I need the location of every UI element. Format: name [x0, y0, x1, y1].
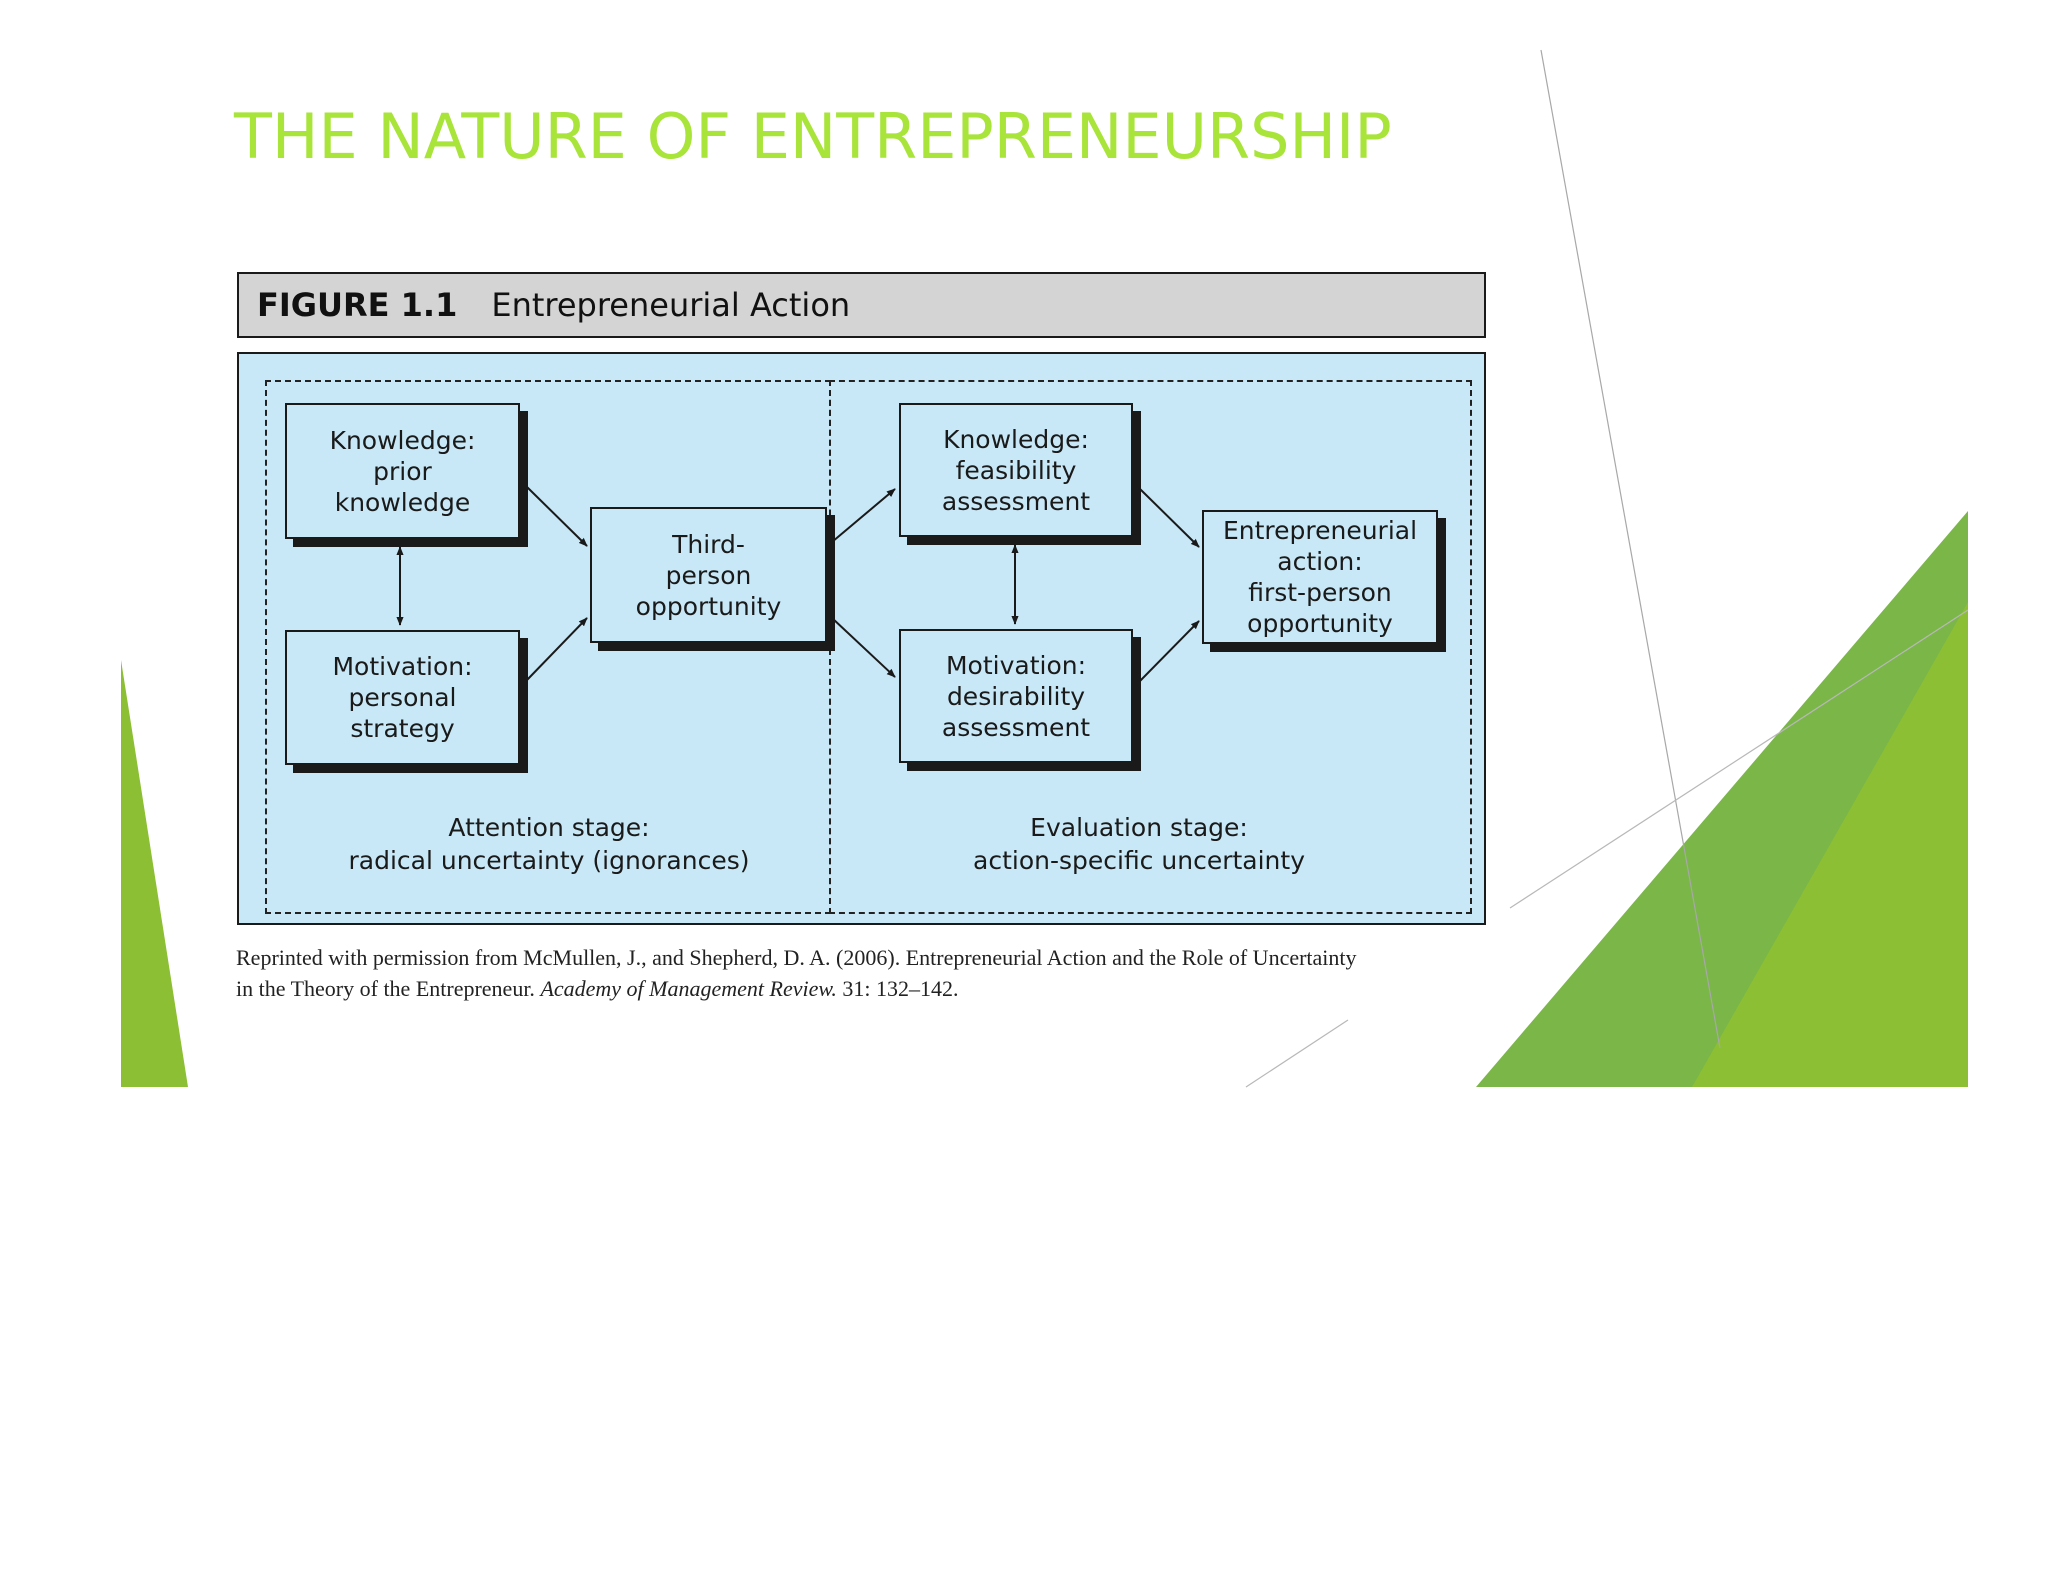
knowledge-feasibility-box: Knowledge: feasibility assessment: [899, 403, 1133, 537]
box-line: desirability: [946, 681, 1086, 711]
entrepreneurial-action-box: Entrepreneurial action: first-person opp…: [1202, 510, 1438, 644]
evaluation-stage-region: [829, 380, 1472, 914]
left-green-triangle: [121, 660, 188, 1087]
box-line: opportunity: [1247, 609, 1393, 638]
right-green-triangle-dark: [1692, 602, 1968, 1087]
evaluation-stage-label: Evaluation stage: action-specific uncert…: [899, 811, 1379, 877]
box-line: Entrepreneurial: [1222, 516, 1418, 545]
motivation-personal-box: Motivation: personal strategy: [285, 630, 520, 765]
figure-header: FIGURE 1.1 Entrepreneurial Action: [237, 272, 1486, 338]
citation-line-2-prefix: in the Theory of the Entrepreneur.: [236, 976, 541, 1001]
figure-citation: Reprinted with permission from McMullen,…: [236, 942, 1506, 1004]
citation-line-2-suffix: 31: 132–142.: [836, 976, 959, 1001]
figure-title: Entrepreneurial Action: [491, 286, 851, 324]
box-line: prior: [373, 456, 432, 486]
box-line: opportunity: [635, 591, 782, 621]
slide-title: THE NATURE OF ENTREPRENEURSHIP: [234, 100, 1392, 173]
box-line: assessment: [941, 486, 1091, 516]
box-line: first-person: [1248, 578, 1392, 607]
box-line: strategy: [350, 714, 455, 743]
attention-stage-label: Attention stage: radical uncertainty (ig…: [309, 811, 789, 877]
figure-number: FIGURE 1.1: [257, 286, 458, 324]
stage-label-line: Evaluation stage:: [1030, 813, 1248, 842]
stage-label-line: action-specific uncertainty: [973, 846, 1305, 875]
box-line: Motivation:: [332, 652, 473, 681]
citation-journal: Academy of Management Review.: [540, 976, 837, 1001]
box-line: Knowledge:: [329, 425, 476, 455]
citation-line-2: in the Theory of the Entrepreneur. Acade…: [236, 973, 1506, 1004]
stage-label-line: Attention stage:: [448, 813, 650, 842]
box-line: action:: [1277, 547, 1363, 576]
box-line: Motivation:: [945, 650, 1087, 680]
box-line: Knowledge:: [943, 424, 1089, 454]
figure-panel: Knowledge: prior knowledge Motivation: p…: [237, 352, 1486, 925]
motivation-desirability-box: Motivation: desirability assessment: [899, 629, 1133, 763]
third-person-opportunity-box: Third- person opportunity: [590, 507, 827, 643]
decor-line-1: [1540, 49, 1721, 1049]
decor-line-2: [1509, 609, 1969, 909]
box-line: feasibility: [955, 455, 1077, 485]
stage-label-line: radical uncertainty (ignorances): [348, 846, 750, 875]
citation-line-1: Reprinted with permission from McMullen,…: [236, 945, 1357, 970]
box-line: personal: [348, 683, 457, 712]
decor-line-3: [1245, 1019, 1349, 1088]
knowledge-prior-box: Knowledge: prior knowledge: [285, 403, 520, 539]
box-line: assessment: [941, 712, 1091, 742]
box-line: knowledge: [334, 487, 471, 517]
box-line: person: [665, 560, 752, 590]
box-line: Third-: [672, 529, 745, 559]
